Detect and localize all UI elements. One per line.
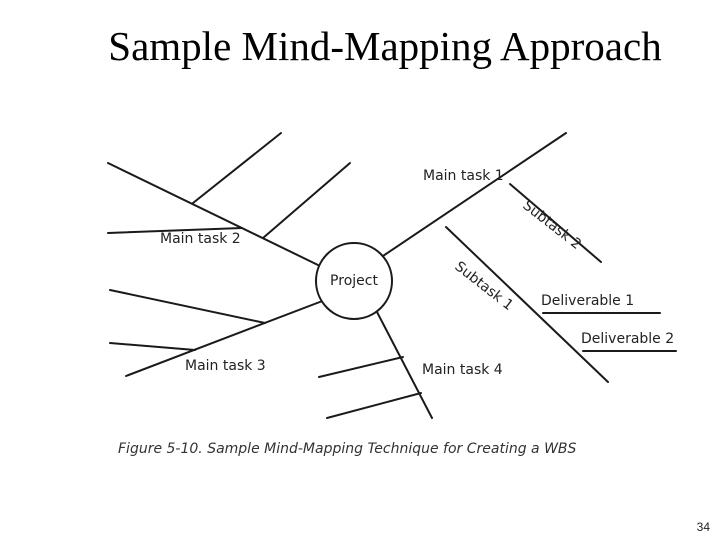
center-node — [315, 242, 393, 320]
slide-title: Sample Mind-Mapping Approach — [108, 23, 662, 69]
branch-main-task-1 — [376, 132, 567, 261]
branch-main-task-2 — [107, 162, 319, 266]
label-subtask-2: Subtask 2 — [520, 198, 585, 253]
page-number: 34 — [696, 520, 710, 534]
branch-sub-2a — [192, 132, 282, 204]
branch-sub-4b — [326, 392, 422, 419]
branch-subtask-2 — [509, 183, 602, 263]
label-main-task-3: Main task 3 — [185, 358, 266, 374]
label-main-task-1: Main task 1 — [423, 168, 504, 184]
label-deliverable-1: Deliverable 1 — [541, 293, 634, 309]
label-main-task-4: Main task 4 — [422, 362, 503, 378]
branch-sub-2b — [262, 162, 351, 239]
branch-sub-2c — [107, 227, 243, 234]
branch-subtask-1 — [445, 226, 609, 383]
center-label: Project — [330, 273, 378, 289]
label-main-task-2: Main task 2 — [160, 231, 241, 247]
branch-main-task-3 — [125, 299, 326, 377]
label-subtask-1: Subtask 1 — [452, 259, 517, 314]
branch-sub-3a — [109, 289, 266, 324]
branch-sub-4a — [318, 356, 404, 378]
label-deliverable-2: Deliverable 2 — [581, 331, 674, 347]
figure-caption: Figure 5-10. Sample Mind-Mapping Techniq… — [118, 441, 577, 457]
branch-sub-3b — [109, 342, 196, 351]
branch-main-task-4 — [376, 311, 433, 419]
